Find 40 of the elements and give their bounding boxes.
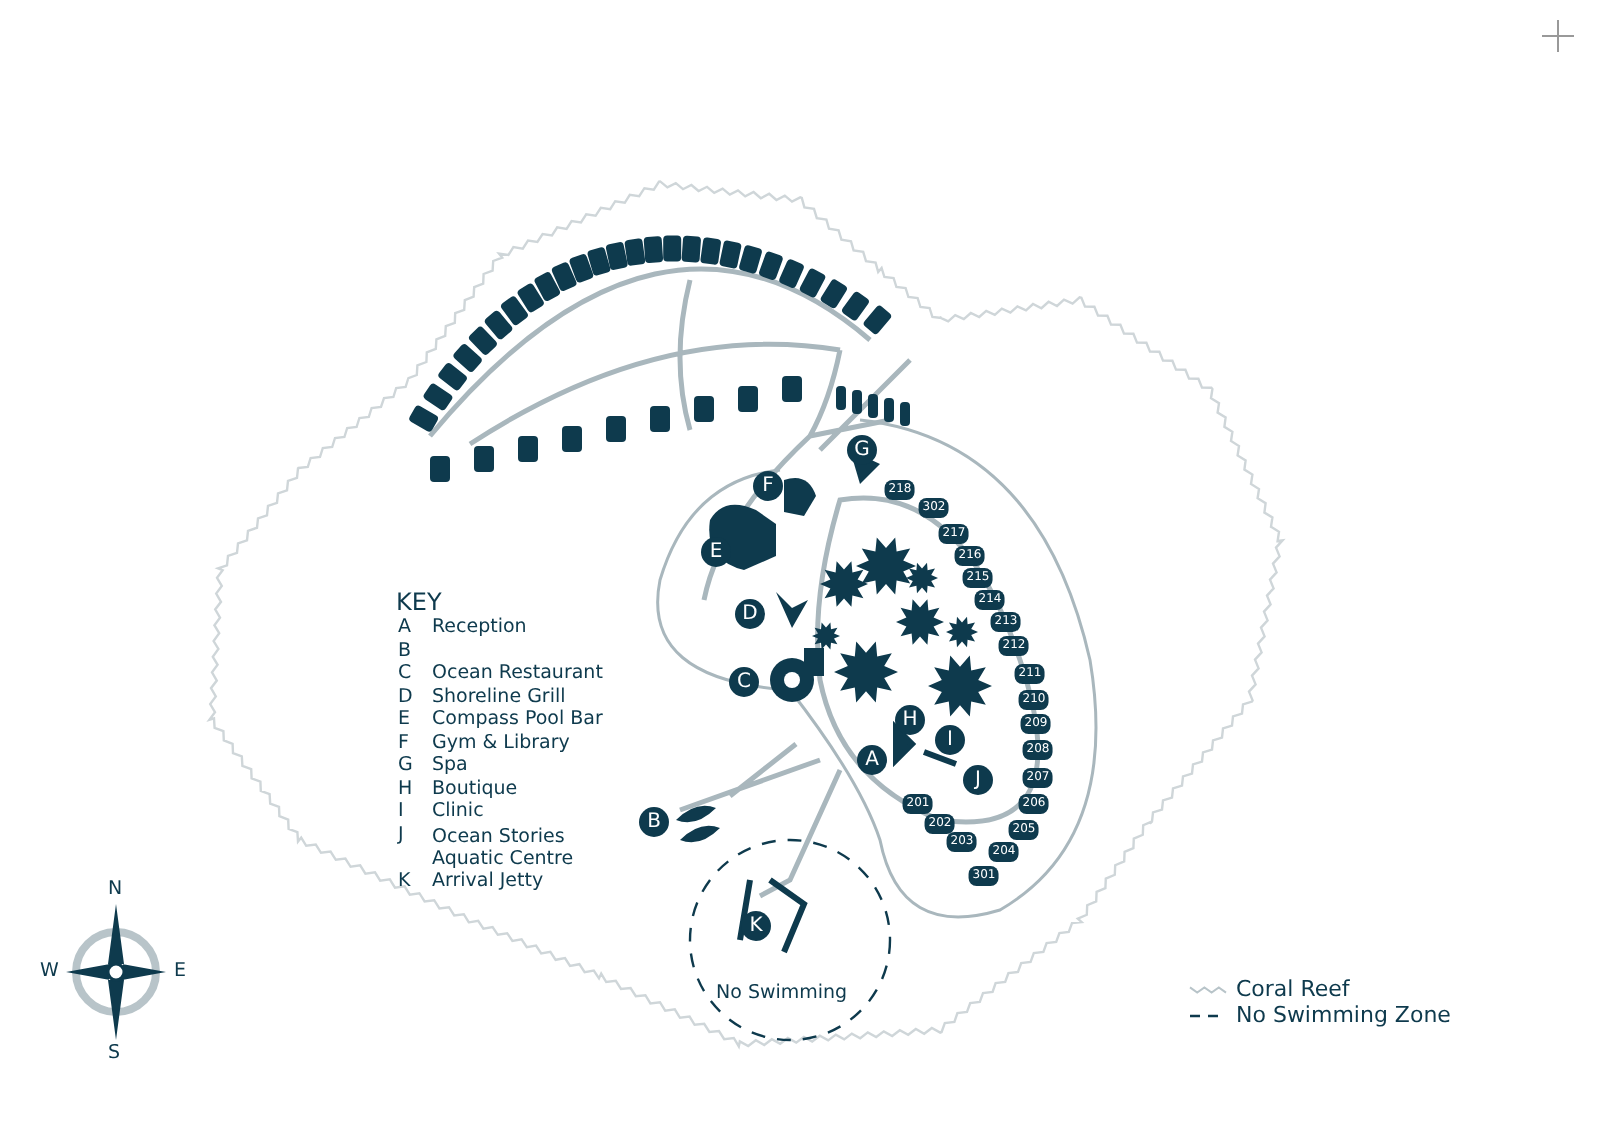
key-entry: Boutique (432, 779, 518, 798)
key-letter: A (398, 618, 411, 637)
map-letter-marker: C (729, 667, 759, 697)
map-letter-marker: E (701, 537, 731, 567)
map-letter-marker: G (847, 435, 877, 465)
key-letter: F (398, 733, 409, 752)
key-letter: C (398, 664, 412, 683)
key-letter: D (398, 687, 413, 706)
compass-letter: N (108, 880, 123, 899)
key-letter: E (398, 710, 411, 729)
map-letter-marker: B (639, 807, 669, 837)
map-letter-marker: H (895, 705, 925, 735)
zone-label: No Swimming (716, 984, 848, 1003)
map-letter-marker: D (735, 599, 765, 629)
key-entry: Spa (432, 756, 468, 775)
map-letter-marker: A (857, 745, 887, 775)
key-entry: Gym & Library (432, 733, 570, 752)
map-letter-marker: F (753, 471, 783, 501)
legend-text: No Swimming Zone (1236, 1002, 1451, 1028)
key-letter: G (398, 756, 413, 775)
key-entry: Ocean Restaurant (432, 664, 603, 683)
key-letter: I (398, 802, 404, 821)
map-letter-marker: I (935, 725, 965, 755)
key-letter: B (398, 641, 412, 660)
compass-letter: S (108, 1044, 121, 1063)
legend-text: Coral Reef (1236, 976, 1350, 1002)
map-letter-marker: K (741, 911, 771, 941)
key-entry: Compass Pool Bar (432, 710, 603, 729)
compass-letter: W (40, 962, 59, 981)
key-letter: K (398, 871, 411, 890)
key-letter: J (398, 825, 404, 844)
map-letter-marker: J (963, 765, 993, 795)
compass-letter: E (174, 962, 187, 981)
key-heading: KEY (396, 590, 442, 614)
key-entry: Reception (432, 618, 527, 637)
key-entry: Clinic (432, 802, 484, 821)
key-entry: Ocean Stories Aquatic Centre (432, 825, 576, 871)
key-entry: Arrival Jetty (432, 871, 544, 890)
key-letter: H (398, 779, 413, 798)
key-entry: Shoreline Grill (432, 687, 566, 706)
